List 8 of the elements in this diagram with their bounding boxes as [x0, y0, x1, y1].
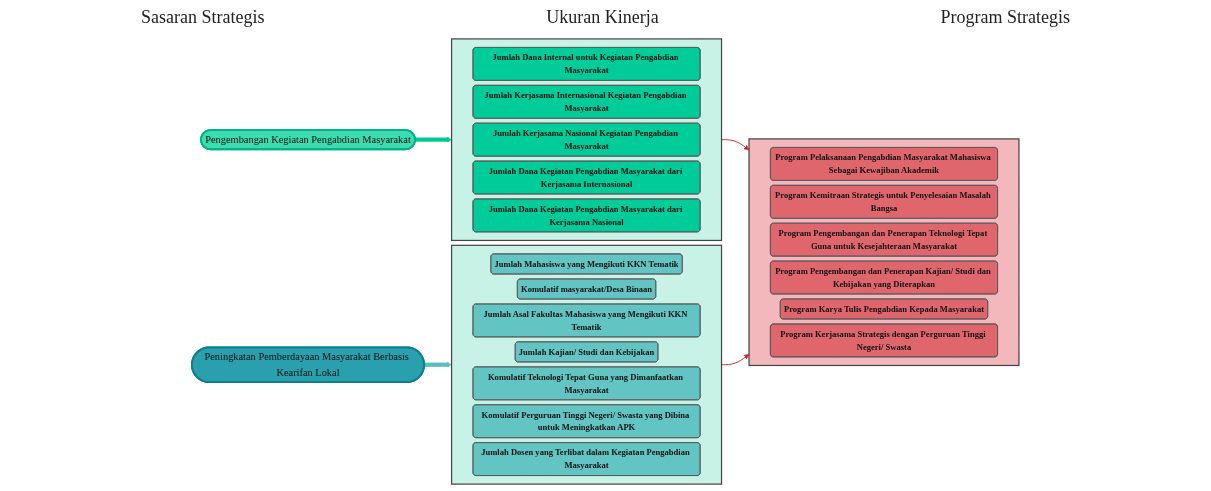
cluster — [748, 138, 1020, 367]
cluster — [451, 244, 723, 485]
column-heading: Ukuran Kinerja — [546, 6, 659, 28]
column-heading: Sasaran Strategis — [140, 6, 265, 28]
arrow — [424, 362, 452, 368]
arrow — [415, 136, 452, 143]
column-heading: Program Strategis — [940, 6, 1071, 28]
cluster — [451, 38, 723, 242]
